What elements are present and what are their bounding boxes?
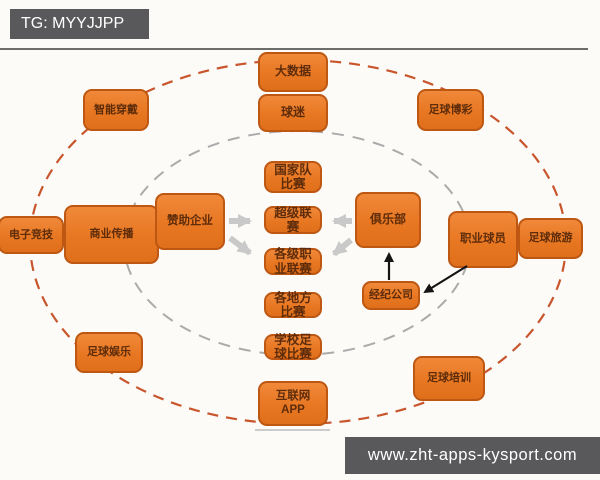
node-football-entertainment: 足球娱乐: [75, 332, 143, 373]
node-football-betting: 足球博彩: [417, 89, 484, 131]
node-fans: 球迷: [258, 94, 328, 132]
tg-watermark-label: TG: MYYJJPP: [21, 15, 125, 32]
node-national-team-matches: 国家队比赛: [264, 161, 322, 193]
node-club: 俱乐部: [355, 192, 421, 248]
node-commercial-media: 商业传播: [64, 205, 159, 264]
website-watermark-banner: www.zht-apps-kysport.com: [345, 437, 600, 474]
node-football-tourism: 足球旅游: [518, 218, 583, 259]
node-sponsor: 赞助企业: [155, 193, 225, 250]
node-esports: 电子竞技: [0, 216, 64, 254]
node-super-league: 超级联赛: [264, 206, 322, 234]
node-football-training: 足球培训: [413, 356, 485, 401]
website-watermark-label: www.zht-apps-kysport.com: [367, 446, 578, 464]
node-school-football: 学校足球比赛: [264, 333, 322, 361]
node-smart-wearables: 智能穿戴: [83, 89, 149, 131]
tg-watermark-banner: TG: MYYJJPP: [10, 9, 149, 39]
arrow-club-proleagues: [332, 237, 353, 257]
node-agency: 经纪公司: [362, 281, 420, 310]
node-pro-leagues: 各级职业联赛: [264, 247, 322, 276]
arrow-sponsor-proleagues: [228, 235, 252, 256]
node-big-data: 大数据: [258, 52, 328, 92]
node-internet-app: 互联网 APP: [258, 381, 328, 426]
node-pro-players: 职业球员: [448, 211, 518, 268]
arrow-players-agency: [423, 265, 468, 294]
node-local-matches: 各地方比赛: [264, 291, 322, 319]
